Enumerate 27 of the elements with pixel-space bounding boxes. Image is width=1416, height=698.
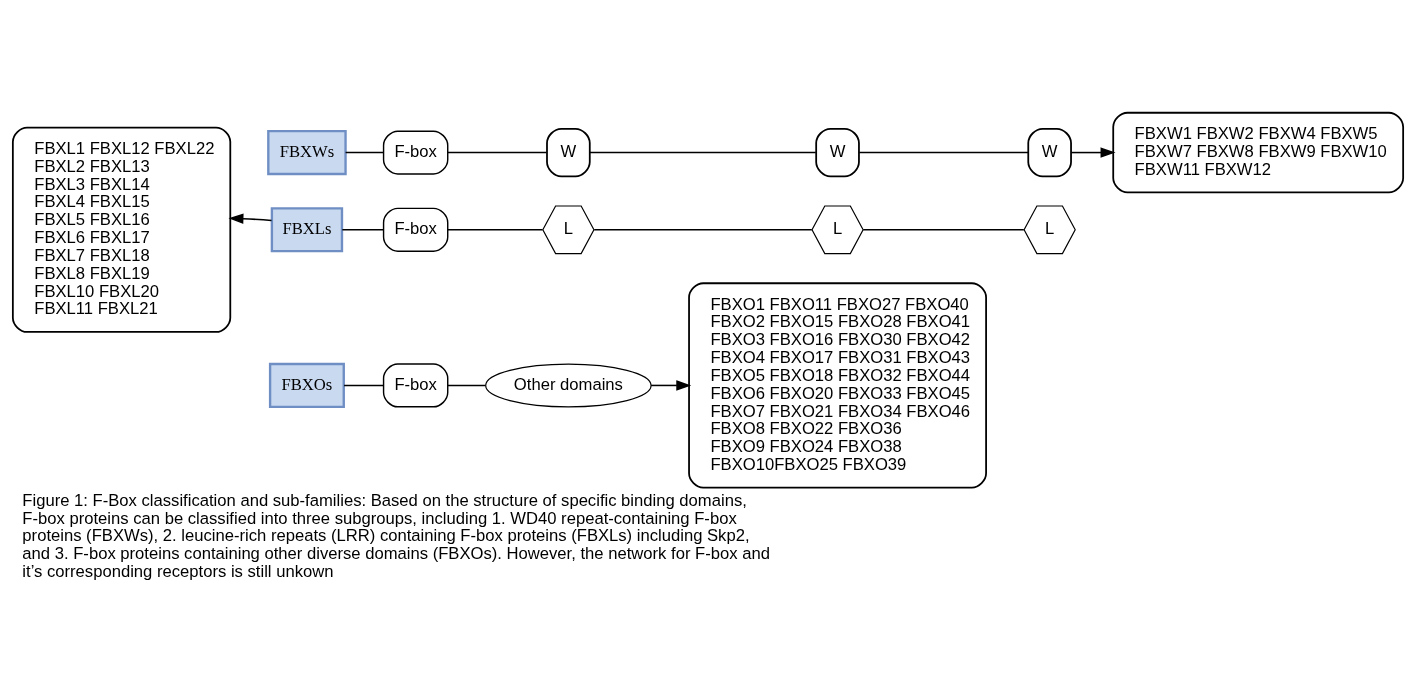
node-box: FBXO1 FBXO11 FBXO27 FBXO40 FBXO2 FBXO15 FBXO28 FBXO41 FBXO3 FBXO16 FBXO30 FBXO42 FBXO4 FBXO17 FBXO31 FBXO43 FBXO5 FBXO18 FBXO32 FBXO44 FBXO6 FBXO20 FBXO33 FBXO45 FBXO7 FBXO21 FBXO34 FBXO46 FBXO8 FBXO22 FBXO36 FBXO9 FBXO24 FBXO38 FBXO10FBXO25 FBXO39 <box>688 281 987 488</box>
connector <box>858 151 1029 153</box>
node-box: FBXLs <box>270 206 344 252</box>
connector <box>589 151 817 153</box>
node-box: FBXOs <box>268 362 345 408</box>
node-box: F-box <box>382 129 449 175</box>
node-box: W <box>546 127 591 177</box>
node-box: FBXWs <box>267 129 347 175</box>
caption: Figure 1: F-Box classification and sub-families: Based on the structure of specific binding domains, F-box proteins can be classified into three subgroups, including 1. WD40 repeat-containing F-box proteins (FBXWs), 2. leucine-rich repeats (LRR) containing F-box proteins (FBXLs) including Skp2, and 3. F-box proteins containing other diverse domains (FBXOs). However, the network for F-box and it’s corresponding receptors is still unkown <box>22 490 770 581</box>
connector <box>447 384 487 386</box>
connector <box>862 228 1025 231</box>
arrow <box>228 213 273 224</box>
node-box: W <box>815 127 860 177</box>
arrow <box>1070 146 1116 158</box>
node-box: W <box>1027 127 1072 177</box>
arrow <box>650 379 692 391</box>
connector <box>344 151 385 153</box>
connector <box>593 228 813 231</box>
connector <box>447 151 548 153</box>
node-ellipse: Other domains <box>485 362 652 407</box>
node-box: FBXL1 FBXL12 FBXL22 FBXL2 FBXL13 FBXL3 FBXL14 FBXL4 FBXL15 FBXL5 FBXL16 FBXL6 FBXL17 FBXL7 FBXL18 FBXL8 FBXL19 FBXL10 FBXL20 FBXL11 FBXL21 <box>11 126 232 333</box>
node-box: F-box <box>382 362 449 408</box>
connector <box>447 228 544 231</box>
connector <box>343 384 385 386</box>
connector <box>341 228 385 231</box>
node-box: F-box <box>382 207 449 252</box>
node-box: FBXW1 FBXW2 FBXW4 FBXW5 FBXW7 FBXW8 FBXW9 FBXW10 FBXW11 FBXW12 <box>1112 111 1405 193</box>
